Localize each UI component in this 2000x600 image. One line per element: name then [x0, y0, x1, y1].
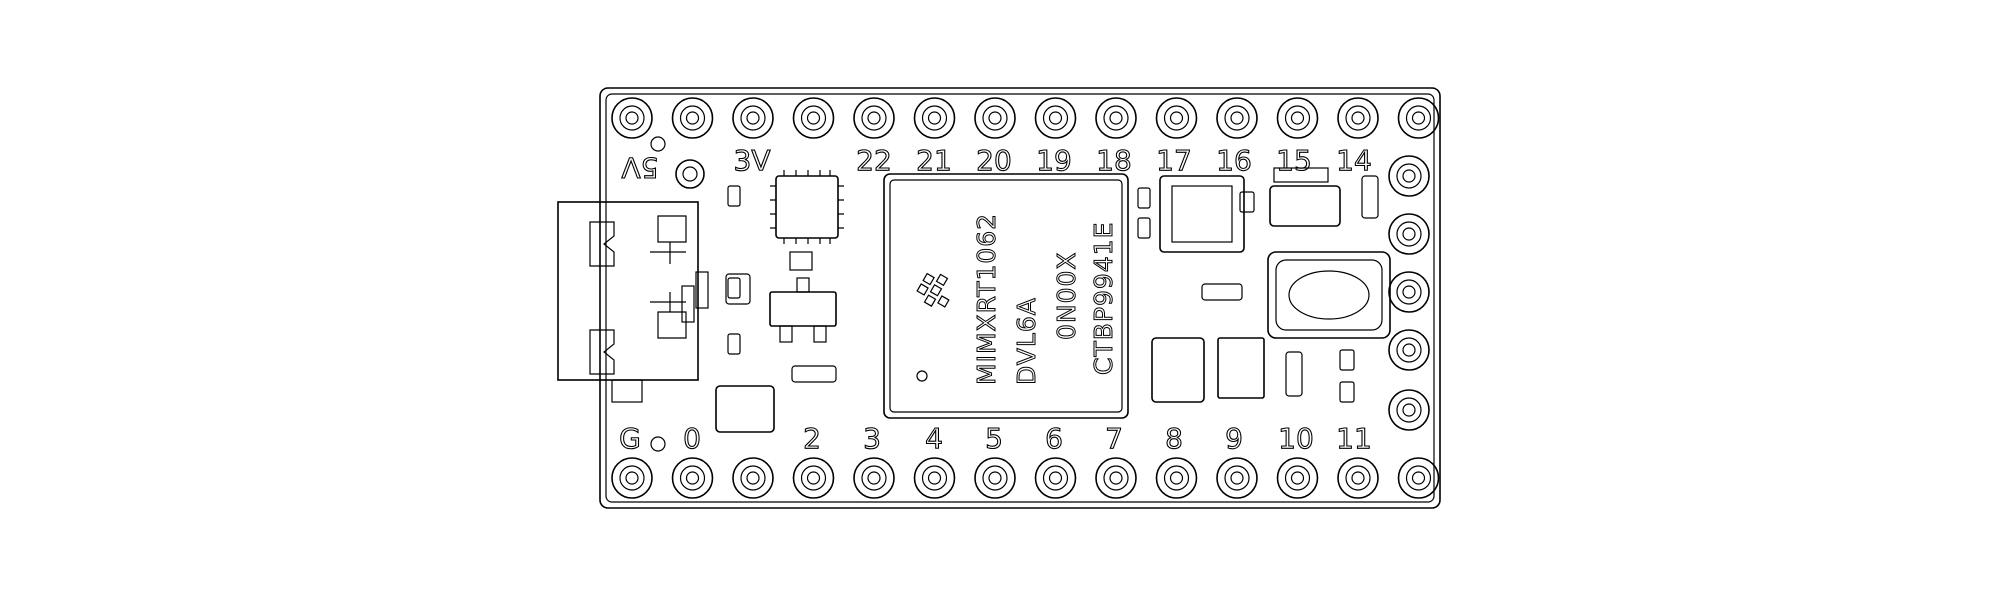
chip-mask: 0N00X — [1052, 251, 1081, 340]
pin-label: 4 — [925, 422, 943, 455]
pin-label: 5 — [985, 422, 1003, 455]
capacitor — [1137, 187, 1151, 209]
pin-label: 9 — [1225, 422, 1243, 455]
pin-label: 15 — [1276, 144, 1312, 177]
crystal-oscillator — [1159, 175, 1245, 253]
pin-label: 3 — [863, 422, 881, 455]
header-pin — [671, 457, 714, 499]
resistor — [727, 277, 741, 299]
header-pin — [1397, 97, 1440, 139]
header-pin — [1216, 457, 1258, 499]
pad-ring — [675, 159, 705, 189]
pin-label: 8 — [1165, 422, 1183, 455]
header-pin — [792, 457, 835, 499]
header-pin — [1276, 457, 1319, 499]
bottom-pin-labels: G 0 2 3 4 5 6 7 8 9 10 11 — [619, 421, 1373, 455]
capacitor — [1339, 349, 1355, 371]
resistor — [1285, 351, 1303, 397]
header-pin — [1155, 457, 1198, 499]
header-pin — [1034, 457, 1077, 499]
pin-label: 18 — [1096, 144, 1132, 177]
chip-part-number: MIMXRT1062 — [972, 213, 1001, 385]
pin-label: 6 — [1045, 422, 1063, 455]
pin-label: 3V — [734, 144, 771, 177]
bottom-header-pins — [611, 457, 1440, 499]
header-pin — [853, 457, 895, 499]
pin-label: 22 — [856, 144, 892, 177]
freescale-logo — [916, 272, 950, 308]
header-pin — [1155, 97, 1198, 139]
right-header-pins — [1388, 155, 1430, 431]
pin-label: 20 — [976, 144, 1012, 177]
header-pin — [913, 457, 956, 499]
header-pin — [1397, 457, 1440, 499]
header-pin — [1216, 97, 1258, 139]
header-pin — [611, 97, 653, 139]
mounting-hole-icon — [650, 136, 666, 152]
board-outline — [599, 87, 1441, 509]
pin-label: 11 — [1336, 422, 1372, 455]
resistor — [695, 271, 709, 309]
header-pin — [1388, 213, 1430, 255]
mounting-hole-icon — [650, 436, 666, 452]
capacitor — [1137, 217, 1151, 239]
header-pin — [1337, 457, 1379, 499]
header-pin — [1276, 97, 1319, 139]
top-pin-labels: 5V 3V 22 21 20 19 18 17 16 15 14 — [621, 143, 1372, 184]
header-pin — [1388, 271, 1430, 313]
led — [1269, 185, 1341, 227]
usb-connector-icon — [557, 201, 699, 403]
pin-label: 7 — [1105, 422, 1123, 455]
small-qfn-chip — [770, 170, 844, 244]
header-pin — [611, 457, 653, 499]
header-pin — [671, 97, 714, 139]
led-pads — [1273, 167, 1329, 183]
header-pin — [974, 97, 1016, 139]
pin-label: 5V — [622, 151, 659, 184]
top-header-pins — [611, 97, 1440, 139]
header-pin — [974, 457, 1016, 499]
chip-lot: CTBP9941E — [1089, 222, 1118, 375]
header-pin — [1388, 389, 1430, 431]
header-pin — [913, 97, 956, 139]
resistor — [681, 285, 695, 323]
pin-label: 2 — [803, 422, 821, 455]
header-pin — [1337, 97, 1379, 139]
pin-label: 17 — [1156, 144, 1192, 177]
small-chip — [1217, 337, 1265, 399]
small-chip — [715, 385, 775, 433]
header-pin — [732, 97, 774, 139]
voltage-regulator — [769, 251, 837, 343]
processor-chip: MIMXRT1062 DVL6A 0N00X CTBP9941E — [883, 173, 1129, 419]
header-pin — [1095, 457, 1137, 499]
capacitor — [727, 333, 741, 355]
pin-label: G — [619, 422, 641, 455]
resistor — [1239, 191, 1255, 213]
pad-ring-inner — [682, 166, 698, 182]
pin-label: 19 — [1036, 144, 1072, 177]
pin-label: 0 — [683, 422, 701, 455]
capacitor — [1201, 283, 1243, 301]
capacitor — [791, 365, 837, 383]
chip-variant: DVL6A — [1012, 297, 1041, 385]
capacitor — [725, 273, 751, 305]
header-pin — [732, 457, 774, 499]
push-button-icon[interactable] — [1267, 251, 1391, 339]
pin-label: 10 — [1278, 422, 1314, 455]
pin-label: 21 — [916, 144, 952, 177]
pin-label: 16 — [1216, 144, 1252, 177]
small-chip — [1151, 337, 1205, 403]
header-pin — [1095, 97, 1137, 139]
header-pin — [1034, 97, 1077, 139]
header-pin — [792, 97, 835, 139]
header-pin — [853, 97, 895, 139]
resistor — [1361, 175, 1379, 219]
header-pin — [1388, 329, 1430, 371]
capacitor — [1339, 381, 1355, 403]
pin-label: 14 — [1336, 144, 1372, 177]
board-outline-inner — [605, 93, 1435, 503]
capacitor — [727, 185, 741, 207]
header-pin — [1388, 155, 1430, 197]
